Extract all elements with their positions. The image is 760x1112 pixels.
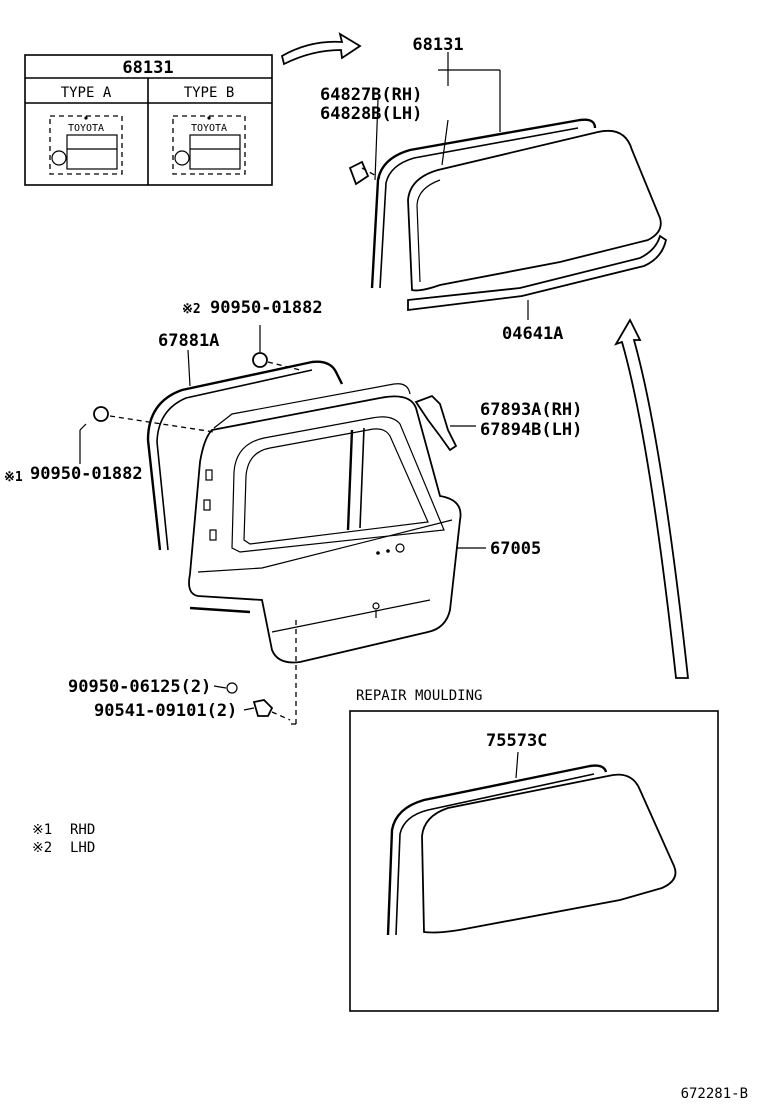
label-glass-assy: 68131 [412,35,463,55]
clip-rhd-icon [79,406,215,464]
arrow-up-icon [614,318,690,679]
type-legend-table: 68131 TYPE A TYPE B TOYOTA TOYOTA [24,54,273,186]
note-text-1: RHD [70,822,95,838]
bolt-icon [252,699,291,721]
back-door-assembly [146,360,462,664]
label-clip-lhd-mark: ※2 [182,302,201,317]
region-notes: ※1 RHD ※2 LHD [32,822,95,856]
legend-type-a: TYPE A [61,85,112,101]
plug-icon [226,682,238,694]
repair-title: REPAIR MOULDING [356,688,482,704]
note-mark-1: ※1 [32,822,52,838]
label-stopper-lh: 64828B(LH) [320,104,422,124]
stopper-clip-icon [348,160,381,186]
drawing-id: 672281-B [681,1086,748,1102]
legend-part-number: 68131 [122,58,173,78]
hinge-icon [414,394,476,452]
label-hinge-rh: 67893A(RH) [480,400,582,420]
note-mark-2: ※2 [32,840,52,856]
label-moulding-lower: 04641A [502,324,563,344]
type-b-brand: TOYOTA [191,123,227,134]
rear-glass-assembly [348,52,668,320]
label-stopper-rh: 64827B(RH) [320,85,422,105]
arrow-to-glass-icon [280,32,362,66]
label-plug: 90950-06125(2) [68,677,211,697]
legend-type-b: TYPE B [184,85,235,101]
clip-lhd-icon [252,325,301,371]
repair-moulding-box: REPAIR MOULDING 75573C [349,688,719,1012]
label-bolt: 90541-09101(2) [94,701,237,721]
label-clip-lhd: 90950-01882 [210,298,323,318]
label-clip-rhd-mark: ※1 [4,470,23,485]
type-b-label-sketch: TOYOTA [172,115,246,175]
type-a-label-sketch: TOYOTA [49,115,123,175]
label-back-door: 67005 [490,539,541,559]
label-weatherstrip: 67881A [158,331,219,351]
label-clip-rhd: 90950-01882 [30,464,143,484]
label-repair-part: 75573C [486,731,547,751]
type-a-brand: TOYOTA [68,123,104,134]
label-hinge-lh: 67894B(LH) [480,420,582,440]
note-text-2: LHD [70,840,95,856]
